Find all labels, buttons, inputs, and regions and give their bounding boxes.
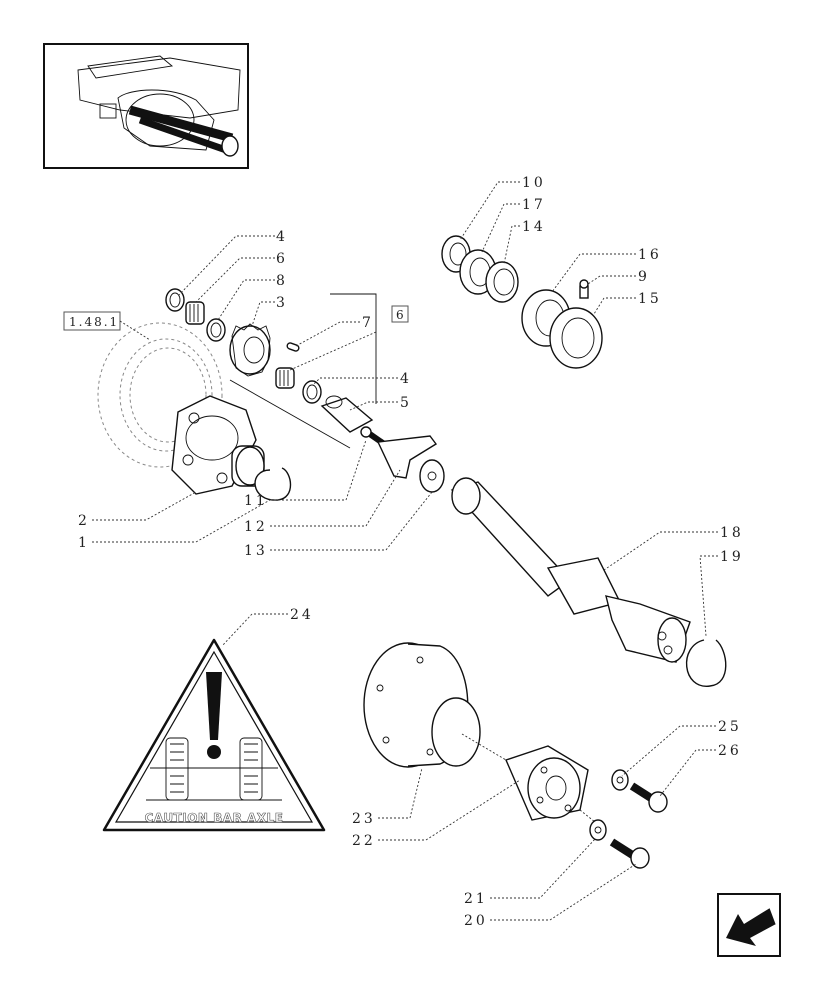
callout-2: 2 [78,513,90,529]
callout-15: 16 [638,247,662,263]
callout-6: 6 [276,251,288,267]
planet-pin-5[interactable] [320,395,374,433]
needle-bearing-6[interactable] [185,301,205,325]
callout-13: 14 [522,219,546,235]
callout-21: 21 [464,891,488,907]
axle-shaft-18[interactable] [450,477,691,663]
callout-9: 9 [638,269,650,285]
washer-25[interactable] [611,769,629,791]
callout-4: 4 [276,229,288,245]
callout-23: 23 [352,811,376,827]
callout-26: 26 [718,743,742,759]
group-ref-text: 6 [396,308,406,322]
bolt-26[interactable] [629,782,668,813]
back-arrow-icon[interactable] [717,893,781,957]
callout-12: 13 [244,543,268,559]
seal-14[interactable] [549,307,603,369]
circlip[interactable] [254,467,292,501]
twin-wheel-icon [146,737,282,801]
callout-17: 17 [522,197,546,213]
group-ref-box[interactable]: 6 [391,305,409,323]
ring-gear-reference [97,322,223,468]
needle-bearing-6b[interactable] [275,367,295,389]
callout-18: 18 [720,525,744,541]
callout-4b: 4 [400,371,412,387]
callout-5: 5 [400,395,412,411]
spacer-8[interactable] [206,318,226,342]
exclamation-icon [206,672,222,759]
hub-adapter-22[interactable] [505,745,589,821]
wheel-hub-23[interactable] [363,642,481,768]
warning-decal: CAUTION BAR AXLE [102,638,326,832]
callout-19: 19 [720,549,744,565]
washer-21[interactable] [589,819,607,841]
planet-carrier[interactable] [171,395,265,495]
callout-7: 7 [362,315,374,331]
grease-nipple-9[interactable] [579,279,589,299]
callout-14: 15 [638,291,662,307]
callout-25: 25 [718,719,742,735]
bolt-20[interactable] [609,838,650,869]
circlip-19[interactable] [686,639,727,687]
section-ref-text: 1.48.1 [69,315,119,329]
location-thumbnail [43,43,249,169]
leader-lines [92,181,718,921]
callout-22: 22 [352,833,376,849]
section-ref-box[interactable]: 1.48.1 [63,311,121,331]
callout-10: 10 [522,175,546,191]
callout-1: 1 [78,535,90,551]
callout-8: 8 [276,273,288,289]
callout-20: 20 [464,913,488,929]
planet-gear-3[interactable] [229,323,271,377]
callout-11: 12 [244,519,268,535]
callout-labels: 4 6 8 3 7 4 5 10 17 14 16 9 15 2 1 11 12… [78,175,744,929]
locking-plate-11[interactable] [376,435,438,479]
callout-3: 3 [276,295,288,311]
washer-12[interactable] [419,459,445,493]
callout-24: 24 [290,607,314,623]
callout-16: 11 [244,493,268,509]
pin-7[interactable] [286,342,300,352]
warning-label-text: CAUTION BAR AXLE [145,811,284,825]
thrust-washer-4b[interactable] [302,380,322,404]
bearing-race-13[interactable] [485,261,519,303]
